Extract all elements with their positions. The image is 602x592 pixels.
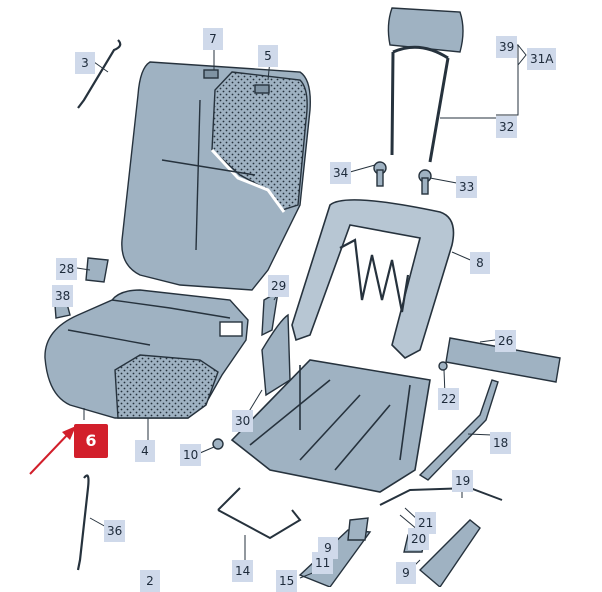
callout-8[interactable]: 8 (470, 252, 490, 274)
callout-30[interactable]: 30 (232, 410, 254, 432)
callout-11[interactable]: 11 (312, 552, 334, 574)
callout-31a[interactable]: 31A (527, 48, 557, 70)
headrest-panel (387, 7, 464, 163)
callout-29[interactable]: 29 (268, 275, 290, 297)
callout-22[interactable]: 22 (438, 388, 460, 410)
callout-28[interactable]: 28 (56, 258, 78, 280)
callout-18[interactable]: 18 (490, 432, 512, 454)
seat-cushion (44, 289, 249, 419)
backrest-cover (121, 61, 311, 291)
seat-frame (230, 199, 455, 493)
callout-38[interactable]: 38 (52, 285, 74, 307)
callout-33[interactable]: 33 (456, 176, 478, 198)
callout-10[interactable]: 10 (180, 444, 202, 466)
callout-6-highlighted[interactable]: 6 (74, 424, 108, 458)
callout-32[interactable]: 32 (496, 116, 518, 138)
callout-39[interactable]: 39 (496, 36, 518, 58)
hook-cables (76, 39, 122, 571)
callout-14[interactable]: 14 (232, 560, 254, 582)
highlight-arrow (29, 426, 76, 475)
callout-5[interactable]: 5 (258, 45, 278, 67)
callout-7[interactable]: 7 (203, 28, 223, 50)
callout-20[interactable]: 20 (408, 528, 430, 550)
callout-2[interactable]: 2 (140, 570, 160, 592)
callout-15[interactable]: 15 (276, 570, 298, 592)
callout-3[interactable]: 3 (75, 52, 95, 74)
callout-26[interactable]: 26 (495, 330, 517, 352)
callout-19[interactable]: 19 (452, 470, 474, 492)
callout-36[interactable]: 36 (104, 520, 126, 542)
callout-4[interactable]: 4 (135, 440, 155, 462)
callout-34[interactable]: 34 (330, 162, 352, 184)
callout-9-lower[interactable]: 9 (396, 562, 416, 584)
